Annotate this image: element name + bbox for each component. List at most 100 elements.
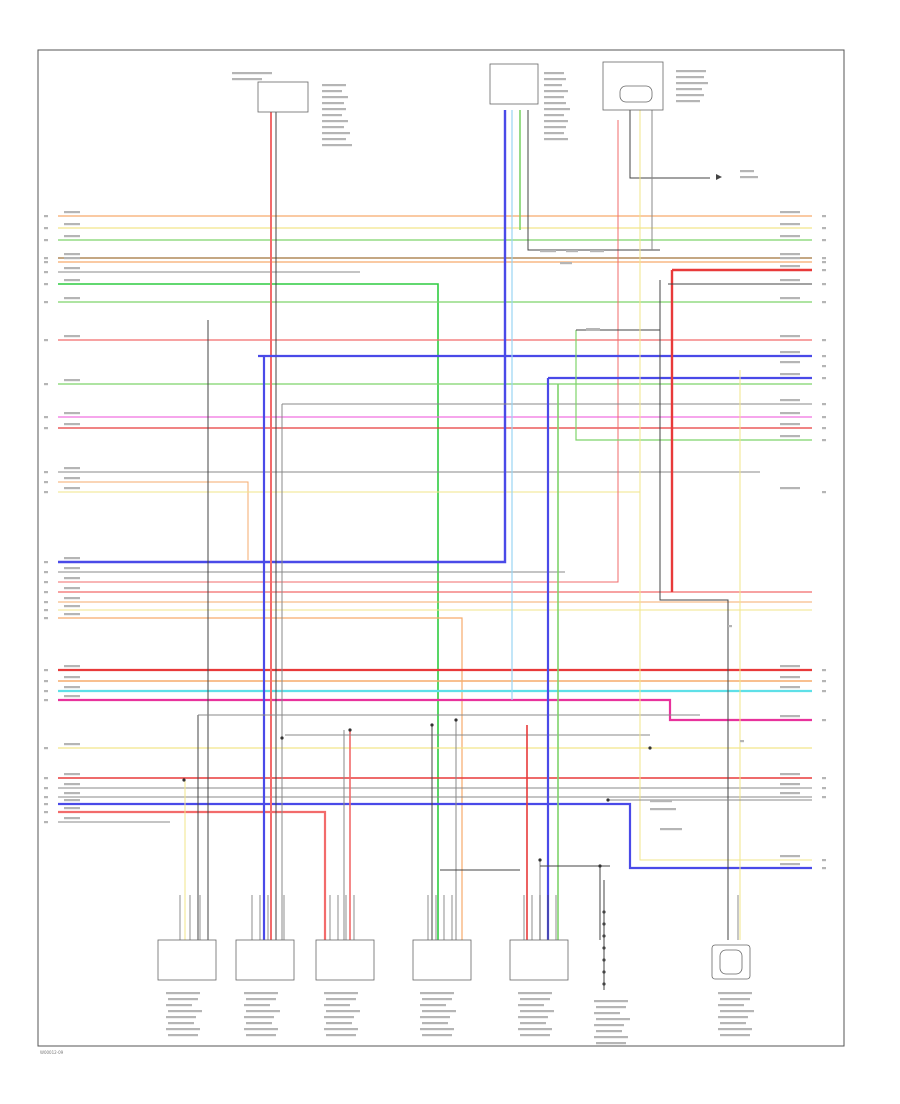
illegible-label-205 bbox=[822, 777, 826, 780]
illegible-label-118 bbox=[44, 427, 48, 430]
illegible-label-298 bbox=[720, 1010, 754, 1013]
illegible-label-206 bbox=[780, 783, 800, 786]
illegible-label-105 bbox=[64, 257, 80, 260]
illegible-label-239 bbox=[676, 70, 706, 73]
illegible-label-282 bbox=[520, 1010, 554, 1013]
illegible-label-184 bbox=[780, 373, 800, 376]
illegible-label-137 bbox=[64, 605, 80, 608]
illegible-label-211 bbox=[822, 859, 826, 862]
illegible-label-246 bbox=[740, 176, 758, 179]
illegible-label-173 bbox=[822, 269, 826, 272]
illegible-label-124 bbox=[44, 491, 48, 494]
illegible-label-119 bbox=[64, 423, 80, 426]
illegible-label-308 bbox=[566, 250, 578, 253]
illegible-label-185 bbox=[822, 377, 826, 380]
illegible-label-296 bbox=[720, 998, 750, 1001]
illegible-label-291 bbox=[594, 1024, 624, 1027]
illegible-label-130 bbox=[44, 581, 48, 584]
illegible-label-312 bbox=[740, 740, 744, 743]
top-connector-right-inner bbox=[619, 85, 653, 103]
illegible-label-155 bbox=[64, 792, 80, 795]
illegible-label-180 bbox=[780, 351, 800, 354]
illegible-label-176 bbox=[780, 297, 800, 300]
illegible-label-167 bbox=[822, 239, 826, 242]
splice-dot-318 bbox=[538, 858, 542, 862]
illegible-label-104 bbox=[44, 261, 48, 264]
label-layer bbox=[44, 70, 826, 1045]
illegible-label-101 bbox=[64, 235, 80, 238]
illegible-label-142 bbox=[44, 680, 48, 683]
bottom-component-3 bbox=[315, 939, 375, 981]
wire-layer bbox=[58, 110, 812, 990]
illegible-label-215 bbox=[232, 78, 262, 81]
illegible-label-192 bbox=[780, 435, 800, 438]
illegible-label-231 bbox=[544, 96, 564, 99]
illegible-label-280 bbox=[520, 998, 550, 1001]
illegible-label-145 bbox=[64, 686, 80, 689]
illegible-label-222 bbox=[322, 120, 348, 123]
illegible-label-182 bbox=[780, 361, 800, 364]
illegible-label-279 bbox=[518, 992, 552, 995]
illegible-label-123 bbox=[64, 477, 80, 480]
illegible-label-136 bbox=[44, 609, 48, 612]
illegible-label-285 bbox=[518, 1028, 552, 1031]
illegible-label-183 bbox=[822, 365, 826, 368]
illegible-label-135 bbox=[64, 597, 80, 600]
wire-54 bbox=[575, 330, 812, 441]
illegible-label-159 bbox=[64, 807, 80, 810]
illegible-label-287 bbox=[594, 1000, 628, 1003]
illegible-label-236 bbox=[544, 126, 566, 129]
splice-dot-315 bbox=[348, 728, 352, 732]
illegible-label-240 bbox=[676, 76, 704, 79]
illegible-label-255 bbox=[244, 992, 278, 995]
illegible-label-199 bbox=[822, 680, 826, 683]
splice-dot-321 bbox=[606, 798, 610, 802]
illegible-label-242 bbox=[676, 88, 702, 91]
illegible-label-214 bbox=[232, 72, 272, 75]
illegible-label-221 bbox=[322, 114, 342, 117]
illegible-label-198 bbox=[780, 676, 800, 679]
illegible-label-271 bbox=[420, 992, 454, 995]
illegible-label-153 bbox=[64, 783, 80, 786]
illegible-label-139 bbox=[64, 613, 80, 616]
illegible-label-168 bbox=[780, 253, 800, 256]
illegible-label-160 bbox=[44, 821, 48, 824]
illegible-label-283 bbox=[518, 1016, 548, 1019]
illegible-label-174 bbox=[780, 279, 800, 282]
illegible-label-187 bbox=[822, 403, 826, 406]
illegible-label-250 bbox=[168, 1010, 202, 1013]
illegible-label-208 bbox=[780, 792, 800, 795]
illegible-label-117 bbox=[64, 412, 80, 415]
illegible-label-218 bbox=[322, 96, 348, 99]
illegible-label-247 bbox=[166, 992, 200, 995]
illegible-label-223 bbox=[322, 126, 344, 129]
illegible-label-292 bbox=[596, 1030, 622, 1033]
illegible-label-125 bbox=[64, 487, 80, 490]
illegible-label-162 bbox=[780, 211, 800, 214]
illegible-label-111 bbox=[64, 297, 80, 300]
illegible-label-96 bbox=[44, 215, 48, 218]
footer-code: W00012-09 bbox=[40, 1050, 64, 1055]
illegible-label-191 bbox=[822, 427, 826, 430]
illegible-label-156 bbox=[44, 803, 48, 806]
illegible-label-175 bbox=[822, 283, 826, 286]
illegible-label-278 bbox=[422, 1034, 452, 1037]
illegible-label-165 bbox=[822, 227, 826, 230]
illegible-label-301 bbox=[718, 1028, 752, 1031]
illegible-label-254 bbox=[168, 1034, 198, 1037]
illegible-label-109 bbox=[64, 279, 80, 282]
illegible-label-100 bbox=[44, 239, 48, 242]
illegible-label-275 bbox=[420, 1016, 450, 1019]
illegible-label-293 bbox=[594, 1036, 628, 1039]
illegible-label-108 bbox=[44, 283, 48, 286]
wire-22 bbox=[58, 617, 463, 940]
illegible-label-149 bbox=[64, 743, 80, 746]
bottom-component-1 bbox=[157, 939, 217, 981]
illegible-label-133 bbox=[64, 587, 80, 590]
illegible-label-244 bbox=[676, 100, 700, 103]
illegible-label-132 bbox=[44, 591, 48, 594]
illegible-label-267 bbox=[324, 1016, 354, 1019]
diagram-border bbox=[37, 49, 845, 1047]
